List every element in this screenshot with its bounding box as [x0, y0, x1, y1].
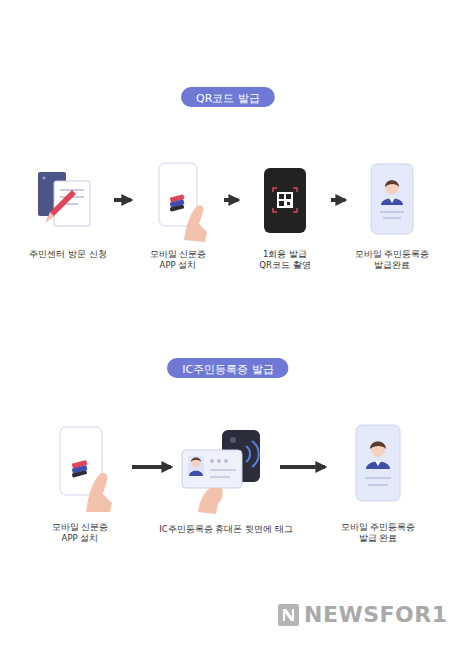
circle-outline [243, 158, 327, 242]
step-label: IC주민등록증 휴대폰 뒷면에 태그 [141, 524, 311, 535]
step-label: 모바일 신분증 APP 설치 [48, 522, 112, 544]
step-circle: 모바일 주민등록증 발급완료 [350, 158, 434, 242]
step-label: 주민센터 방문 신청 [22, 249, 114, 260]
section-title: IC주민등록증 발급 [182, 360, 273, 380]
step-circle: IC주민등록증 휴대폰 뒷면에 태그 [176, 417, 276, 517]
qr-phone-illustration [264, 168, 306, 233]
flow-arrow [224, 198, 238, 202]
step-label: 모바일 신분증 APP 설치 [146, 249, 210, 271]
watermark: NEWSFOR1 [304, 602, 448, 627]
circle-outline [32, 419, 128, 515]
mobile-id-illustration [356, 425, 400, 501]
circle-outline [330, 419, 426, 515]
section-pill: IC주민등록증 발급 [167, 358, 288, 378]
section-pill: QR코드 발급 [181, 87, 275, 107]
step-label: 모바일 주민등록증 발급완료 [353, 249, 431, 271]
form-illustration [38, 172, 90, 226]
circle-outline [350, 158, 434, 242]
flow-arrow [331, 198, 345, 202]
flow-arrow [132, 465, 171, 469]
flow-arrow [114, 198, 131, 202]
ic-card-tag-illustration [182, 430, 260, 514]
phone-hand-illustration [159, 163, 207, 242]
flow-arrow [280, 465, 325, 469]
step-circle: 모바일 신분증 APP 설치 [32, 419, 128, 515]
step-circle: 주민센터 방문 신청 [26, 158, 110, 242]
step-label: 1회용 발급 QR코드 촬영 [256, 249, 314, 271]
phone-hand-illustration [60, 427, 112, 512]
step-circle: 1회용 발급 QR코드 촬영 [243, 158, 327, 242]
section-title: QR코드 발급 [196, 89, 260, 109]
watermark-logo [278, 604, 299, 626]
step-circle: 모바일 신분증 APP 설치 [136, 158, 220, 242]
circle-outline [26, 158, 110, 242]
step-label: 모바일 주민등록증 발급 완료 [339, 522, 417, 544]
circle-outline [136, 158, 220, 242]
step-circle: 모바일 주민등록증 발급 완료 [330, 419, 426, 515]
circle-outline [176, 417, 276, 517]
mobile-id-illustration [371, 164, 413, 234]
